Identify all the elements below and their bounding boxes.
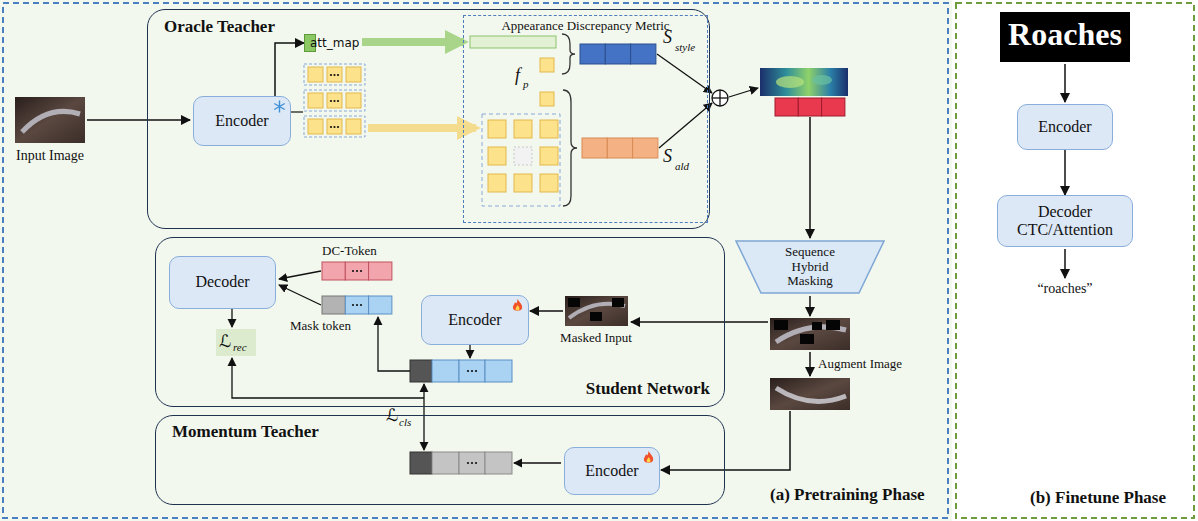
score-symbol: S [663,146,672,167]
frozen-icon [273,100,286,113]
region-title: Student Network [586,379,710,399]
feature-subscript: p [523,78,529,90]
phase-caption: (b) Finetune Phase [1030,488,1166,508]
flow-arrow [1064,150,1066,195]
score-subscript: ald [675,160,689,172]
image-caption: Input Image [16,148,84,164]
panel-region: Oracle TeacherEncoderatt_mapAppearance D… [147,9,710,229]
box-label: Encoder [585,462,638,480]
image-text: Roaches [1008,16,1122,53]
encoder-box: Encoder [421,295,529,345]
encoder-box: Encoder [1017,104,1113,150]
panel-region: Student Network DecoderEncoder [155,237,725,407]
loss-symbol: ℒ [386,405,398,425]
loss-subscript: cls [399,416,411,428]
region-title: Oracle Teacher [164,17,275,37]
score-subscript: style [675,41,695,53]
box-label: Decoder [195,273,249,291]
image-caption: Masked Input [560,330,632,346]
loss-subscript: rec [233,341,247,353]
trainable-icon [511,299,524,312]
panel-region: Momentum TeacherEncoder [155,415,725,505]
token-caption: DC-Token [322,243,377,259]
box-label: Encoder [215,112,268,130]
image-caption: Augment Image [818,356,902,372]
token-caption: Mask token [290,318,351,334]
decoder-box: Decoder [169,256,276,309]
box-label: att_map [310,36,359,50]
decoder-box: Decoder CTC/Attention [997,195,1133,247]
region-title: Momentum Teacher [172,422,319,442]
trainable-icon [642,451,655,464]
encoder-box: Encoder [193,96,291,146]
flow-arrow [275,43,304,96]
feature-symbol: f [515,65,520,86]
output-text: “roaches” [1037,281,1092,297]
box-label: Encoder [448,311,501,329]
box-label: Decoder CTC/Attention [998,203,1132,240]
box-label: Encoder [1038,118,1091,136]
loss-symbol: ℒ [219,331,231,351]
score-symbol: S [663,27,672,48]
box-label: Sequence Hybrid Masking [768,245,852,289]
masking-trapezoid: Sequence Hybrid Masking [735,240,885,294]
phase-caption: (a) Pretraining Phase [770,485,925,505]
attention-map-tag: att_map [304,34,316,52]
encoder-box: Encoder [564,447,660,495]
